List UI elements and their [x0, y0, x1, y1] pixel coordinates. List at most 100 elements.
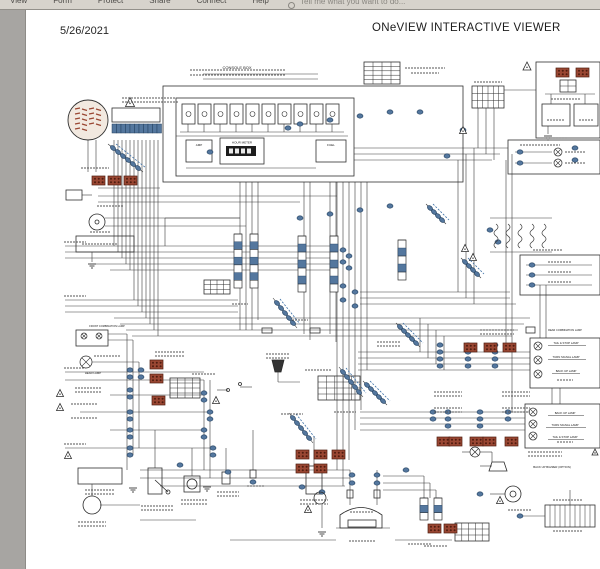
- ladder-cell: [433, 505, 443, 513]
- wire: [471, 448, 479, 456]
- blue-connector: [348, 480, 356, 486]
- brown-connector: [149, 373, 164, 384]
- warning-triangle-icon: [495, 495, 505, 504]
- connector-pin: [334, 455, 336, 458]
- component-box: [346, 489, 354, 499]
- ladder-cell: [233, 272, 243, 281]
- coil-resistor: [493, 223, 499, 249]
- connector-pin: [466, 344, 468, 347]
- connector-pin: [514, 442, 517, 445]
- blue-connector: [115, 149, 121, 155]
- connector-pin: [488, 442, 491, 445]
- menu-item-protect[interactable]: Protect: [97, 0, 124, 5]
- connector-pin: [110, 177, 112, 180]
- brown-connector: [295, 463, 310, 474]
- lamp-bulb-icon: [528, 419, 538, 429]
- blue-connector: [348, 379, 354, 385]
- menu-item-connect[interactable]: Connect: [196, 0, 227, 5]
- blue-connector: [356, 389, 362, 395]
- coil-resistor: [505, 223, 511, 249]
- blue-connector: [126, 374, 134, 380]
- connector-pin: [305, 465, 308, 468]
- connector-pin: [323, 451, 326, 454]
- brown-connector: [295, 449, 310, 460]
- blue-connector: [126, 452, 134, 458]
- warning-triangle-icon: [460, 243, 470, 252]
- connector-pin: [159, 365, 162, 368]
- connector-pin: [316, 455, 318, 458]
- connector-pin: [446, 525, 448, 528]
- blue-connector: [296, 215, 304, 221]
- blue-connector: [110, 145, 116, 151]
- blue-connector: [206, 409, 214, 415]
- blue-connector: [282, 310, 288, 316]
- connector-pin: [492, 438, 495, 441]
- blue-connector: [444, 423, 452, 429]
- ladder-cell: [329, 243, 339, 253]
- wire: [467, 257, 485, 275]
- blue-connector: [380, 398, 386, 404]
- label-buzzer: BACK UP BUZZER (OPTION): [533, 465, 571, 469]
- wire: [529, 420, 537, 428]
- connector-pin: [581, 69, 584, 72]
- blue-connector: [474, 271, 480, 277]
- connector-pin: [578, 73, 580, 76]
- gauge-icon: [297, 111, 304, 117]
- blue-connector: [345, 253, 353, 259]
- connector-pin: [510, 438, 513, 441]
- component-box: [373, 489, 381, 499]
- round-component: [82, 495, 102, 515]
- blue-connector: [200, 427, 208, 433]
- wire: [95, 108, 102, 112]
- menu-item-view[interactable]: View: [10, 0, 28, 5]
- component-shape: [154, 479, 169, 493]
- connector-strip-pin: [152, 123, 158, 134]
- ladder-cell: [329, 259, 339, 269]
- ladder-cell: [297, 275, 307, 285]
- brown-connector: [482, 436, 497, 447]
- connector-pin: [155, 365, 158, 368]
- blue-connector: [516, 513, 524, 519]
- blue-connector: [516, 149, 524, 155]
- connector-pin: [458, 442, 461, 445]
- ladder-cell: [233, 241, 243, 250]
- connector-strip-pin: [125, 123, 131, 134]
- connector-pin: [155, 375, 158, 378]
- round-component: [509, 490, 517, 498]
- blue-connector: [126, 394, 134, 400]
- lamp-bulb-icon: [528, 431, 538, 441]
- wire: [81, 118, 88, 122]
- connector-pin: [505, 348, 507, 351]
- blue-connector: [176, 462, 184, 468]
- wire: [88, 112, 95, 115]
- blue-connector: [386, 203, 394, 209]
- warning-triangle-icon: [458, 125, 468, 134]
- lamp-bulb-icon: [533, 341, 543, 351]
- connector-pin: [319, 469, 322, 472]
- connector-pin: [133, 181, 136, 184]
- display: [247, 148, 251, 154]
- connector-pin: [507, 442, 509, 445]
- label-tail-b: TAIL & STOP LAMP: [553, 435, 578, 439]
- connector-pin: [316, 451, 318, 454]
- display: [235, 148, 239, 154]
- menu-item-share[interactable]: Share: [149, 0, 171, 5]
- round-component: [226, 388, 230, 392]
- menu-item-form[interactable]: Form: [53, 0, 72, 5]
- blue-connector: [402, 467, 410, 473]
- warning-triangle-icon: [522, 61, 532, 71]
- connector-pin: [454, 438, 457, 441]
- blue-connector: [298, 425, 304, 431]
- menu-item-help[interactable]: Help: [252, 0, 269, 5]
- brown-connector: [443, 523, 458, 534]
- connector-pin: [319, 451, 322, 454]
- connector-pin: [446, 438, 449, 441]
- assistant-hint[interactable]: Tell me what you want to do...: [300, 0, 406, 6]
- wire: [88, 122, 95, 125]
- connector-pin: [155, 379, 158, 382]
- component-box: [261, 327, 273, 334]
- blue-connector: [126, 387, 134, 393]
- wire-bundle: [67, 99, 109, 141]
- blue-connector: [278, 305, 284, 311]
